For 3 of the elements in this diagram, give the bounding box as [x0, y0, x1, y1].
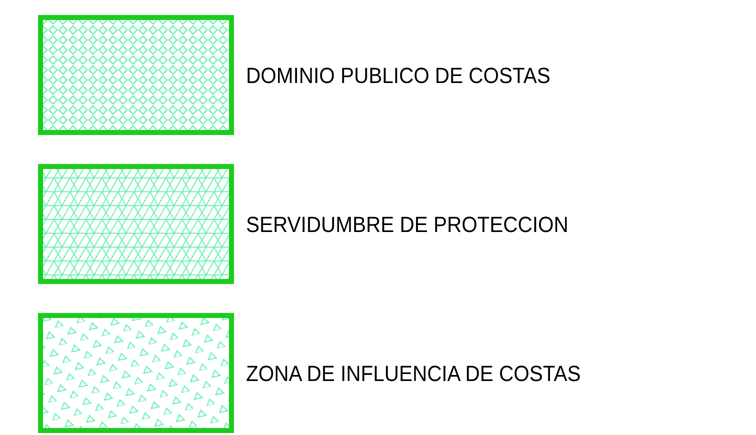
legend-label: SERVIDUMBRE DE PROTECCION — [246, 212, 568, 238]
legend-label: ZONA DE INFLUENCIA DE COSTAS — [246, 361, 581, 387]
legend-label: DOMINIO PUBLICO DE COSTAS — [246, 63, 550, 89]
